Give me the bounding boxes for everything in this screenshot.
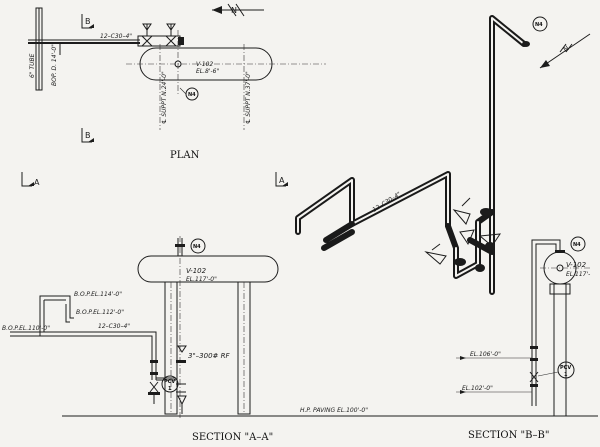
plan-vessel-elevation: EL.8'-6" — [196, 68, 219, 75]
section-b-vessel-elevation: EL.117'- — [566, 271, 590, 278]
plan-north-label: N — [231, 6, 237, 15]
section-b-el-102: EL.102'-0" — [462, 385, 493, 392]
plan-support-right-label: ℄ SUPPT N.37'-0" — [245, 71, 252, 124]
plan-support-left-label: ℄ SUPPT N.24'-0" — [161, 71, 168, 124]
isometric-view — [275, 15, 591, 295]
section-a-pipe-label: 12–C30–4" — [98, 323, 130, 330]
iso-section-marker-a-label: A — [279, 176, 285, 185]
left-section-marker-a-label: A — [34, 178, 40, 187]
section-a-view — [10, 236, 440, 418]
section-a-flange-label: 3"–300# RF — [188, 352, 230, 360]
section-a-paving-label: H.P. PAVING EL.100'-0" — [300, 407, 368, 414]
section-a-vessel — [137, 255, 279, 283]
iso-north-arrow — [539, 33, 591, 69]
section-a-pcv-number: 1 — [168, 386, 172, 392]
plan-pipe-label: 12–C30–4" — [100, 33, 132, 40]
section-a-n4-bubble — [190, 238, 206, 254]
section-b-vessel-label: V-102 — [566, 261, 587, 269]
plan-n4-tag: N4 — [188, 92, 196, 98]
section-b-el-106: EL.106'-0" — [470, 351, 501, 358]
plan-marker-b-top-label: B — [85, 17, 91, 26]
section-a-n4-tag: N4 — [193, 244, 201, 250]
section-a-vessel-elevation: EL.117'-0" — [186, 276, 217, 283]
iso-valve-1 — [480, 208, 492, 216]
plan-north-arrow — [212, 3, 264, 17]
section-b-pcv-label: PCV — [560, 365, 571, 371]
plan-view — [28, 3, 326, 143]
iso-valve-3 — [475, 264, 485, 272]
iso-n4-bubble — [532, 16, 548, 32]
plan-vessel-v102 — [126, 30, 326, 94]
plan-valve-group — [137, 23, 184, 47]
section-a-vessel-label: V-102 — [186, 267, 207, 275]
left-section-marker-a — [21, 172, 32, 187]
section-b-view — [440, 236, 598, 417]
plan-vessel-label: V-102 — [196, 61, 213, 68]
iso-valve-4 — [485, 242, 495, 250]
section-a-bop-114: B.O.P.EL.114'-0" — [74, 291, 122, 298]
section-b-n4-tag: N4 — [573, 242, 581, 248]
section-b-pcv-number: 1 — [564, 372, 568, 378]
section-a-bop-112: B.O.P.EL.112'-0" — [76, 309, 124, 316]
section-b-title: SECTION "B–B" — [468, 430, 549, 441]
section-a-pcv-bubble — [161, 375, 179, 393]
section-a-bop-110: B.O.P.EL.110'-0" — [2, 325, 50, 332]
iso-valve-2 — [454, 258, 466, 266]
section-b-n4-bubble — [570, 236, 586, 252]
iso-north-label: N — [562, 44, 571, 54]
plan-marker-b-bottom-label: B — [85, 131, 91, 140]
section-b-support — [553, 283, 567, 417]
section-b-pcv-bubble — [557, 361, 575, 379]
plan-column-label-1: 6" TUBE — [29, 53, 36, 78]
section-a-pcv-label: PCV — [164, 379, 175, 385]
plan-column-label-2: BOP. D. 14'-0" — [51, 44, 58, 86]
section-a-title: SECTION "A–A" — [192, 432, 273, 443]
plan-title: PLAN — [170, 150, 200, 161]
iso-n4-tag: N4 — [535, 22, 543, 28]
